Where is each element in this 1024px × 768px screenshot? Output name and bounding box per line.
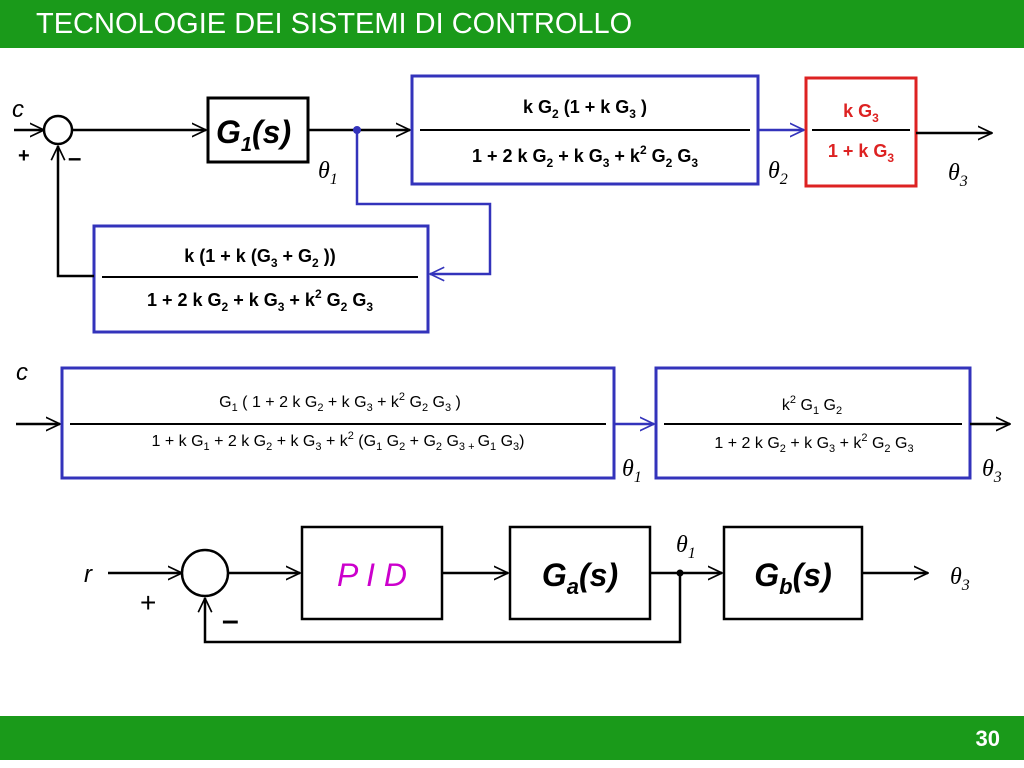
- theta2-label: θ2: [768, 158, 788, 188]
- feedback-path: [205, 573, 682, 644]
- branch-to-feedback-block: [355, 130, 492, 274]
- theta1-label: θ1: [318, 158, 338, 188]
- output-block-red: [804, 76, 918, 188]
- page-number: 30: [975, 726, 1000, 751]
- minus-sign: –: [68, 145, 81, 172]
- second-block-denominator: 1 + 2 k G2 + k G3 + k2 G2 G3: [714, 432, 913, 455]
- feedback-denominator: 1 + 2 k G2 + k G3 + k2 G2 G3: [147, 287, 373, 314]
- header-bar: TECNOLOGIE DEI SISTEMI DI CONTROLLO: [0, 0, 1024, 48]
- pid-block: [300, 525, 444, 621]
- feedback-block: [92, 224, 430, 334]
- input-label-c: c: [12, 96, 24, 123]
- reference-label-r: r: [84, 561, 93, 588]
- theta1-label: θ1: [622, 456, 642, 486]
- forward-denominator: 1 + 2 k G2 + k G3 + k2 G2 G3: [472, 143, 698, 170]
- plus-sign: +: [140, 587, 156, 618]
- gb-block: [722, 525, 864, 621]
- theta3-label: θ3: [982, 456, 1002, 486]
- ga-block: [508, 525, 652, 621]
- footer-bar: 30: [0, 716, 1024, 760]
- input-label-c: c: [16, 359, 28, 386]
- diagram-2: c G1 ( 1 + 2 k G2 + k G3 + k2 G2 G3 ) 1 …: [16, 359, 1010, 486]
- gb-label: Gb(s): [754, 557, 831, 599]
- block-diagrams: c + – G1(s) θ1 k G2 (1 + k G3 ) 1 + 2 k …: [12, 74, 1024, 644]
- g1-label: G1(s): [216, 114, 291, 156]
- ga-label: Ga(s): [542, 557, 618, 599]
- second-block-numerator: k2 G1 G2: [782, 394, 842, 417]
- theta3-label: θ3: [950, 564, 970, 594]
- page-title: TECNOLOGIE DEI SISTEMI DI CONTROLLO: [36, 8, 633, 40]
- g1-block: [206, 96, 310, 164]
- theta1-label: θ1: [676, 532, 696, 562]
- closed-loop-denominator: 1 + k G1 + 2 k G2 + k G3 + k2 (G1 G2 + G…: [152, 430, 525, 453]
- summing-junction: [42, 114, 74, 146]
- minus-sign: –: [222, 604, 239, 637]
- plus-sign: +: [18, 145, 30, 167]
- summing-junction: [180, 548, 230, 598]
- theta3-label: θ3: [948, 160, 968, 190]
- diagram-1: c + – G1(s) θ1 k G2 (1 + k G3 ) 1 + 2 k …: [12, 74, 992, 334]
- pid-label: P I D: [337, 557, 407, 593]
- feedback-return-path: [58, 146, 94, 278]
- diagram-3: r + – P I D Ga(s) θ1 Gb(s) θ3: [84, 525, 970, 644]
